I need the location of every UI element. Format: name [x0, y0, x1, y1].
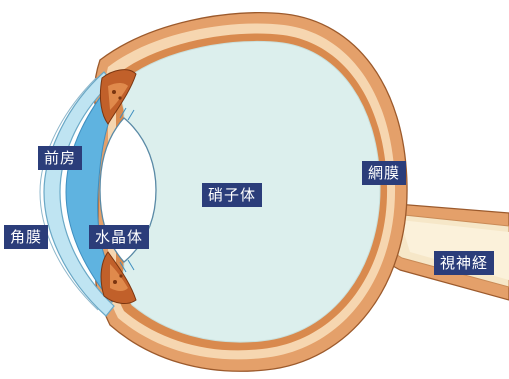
- label-optic-nerve: 視神経: [434, 251, 494, 275]
- label-vitreous-body: 硝子体: [202, 183, 262, 207]
- label-cornea: 角膜: [4, 225, 48, 249]
- label-retina: 網膜: [362, 161, 406, 185]
- label-lens: 水晶体: [89, 225, 149, 249]
- label-anterior-chamber: 前房: [38, 146, 82, 170]
